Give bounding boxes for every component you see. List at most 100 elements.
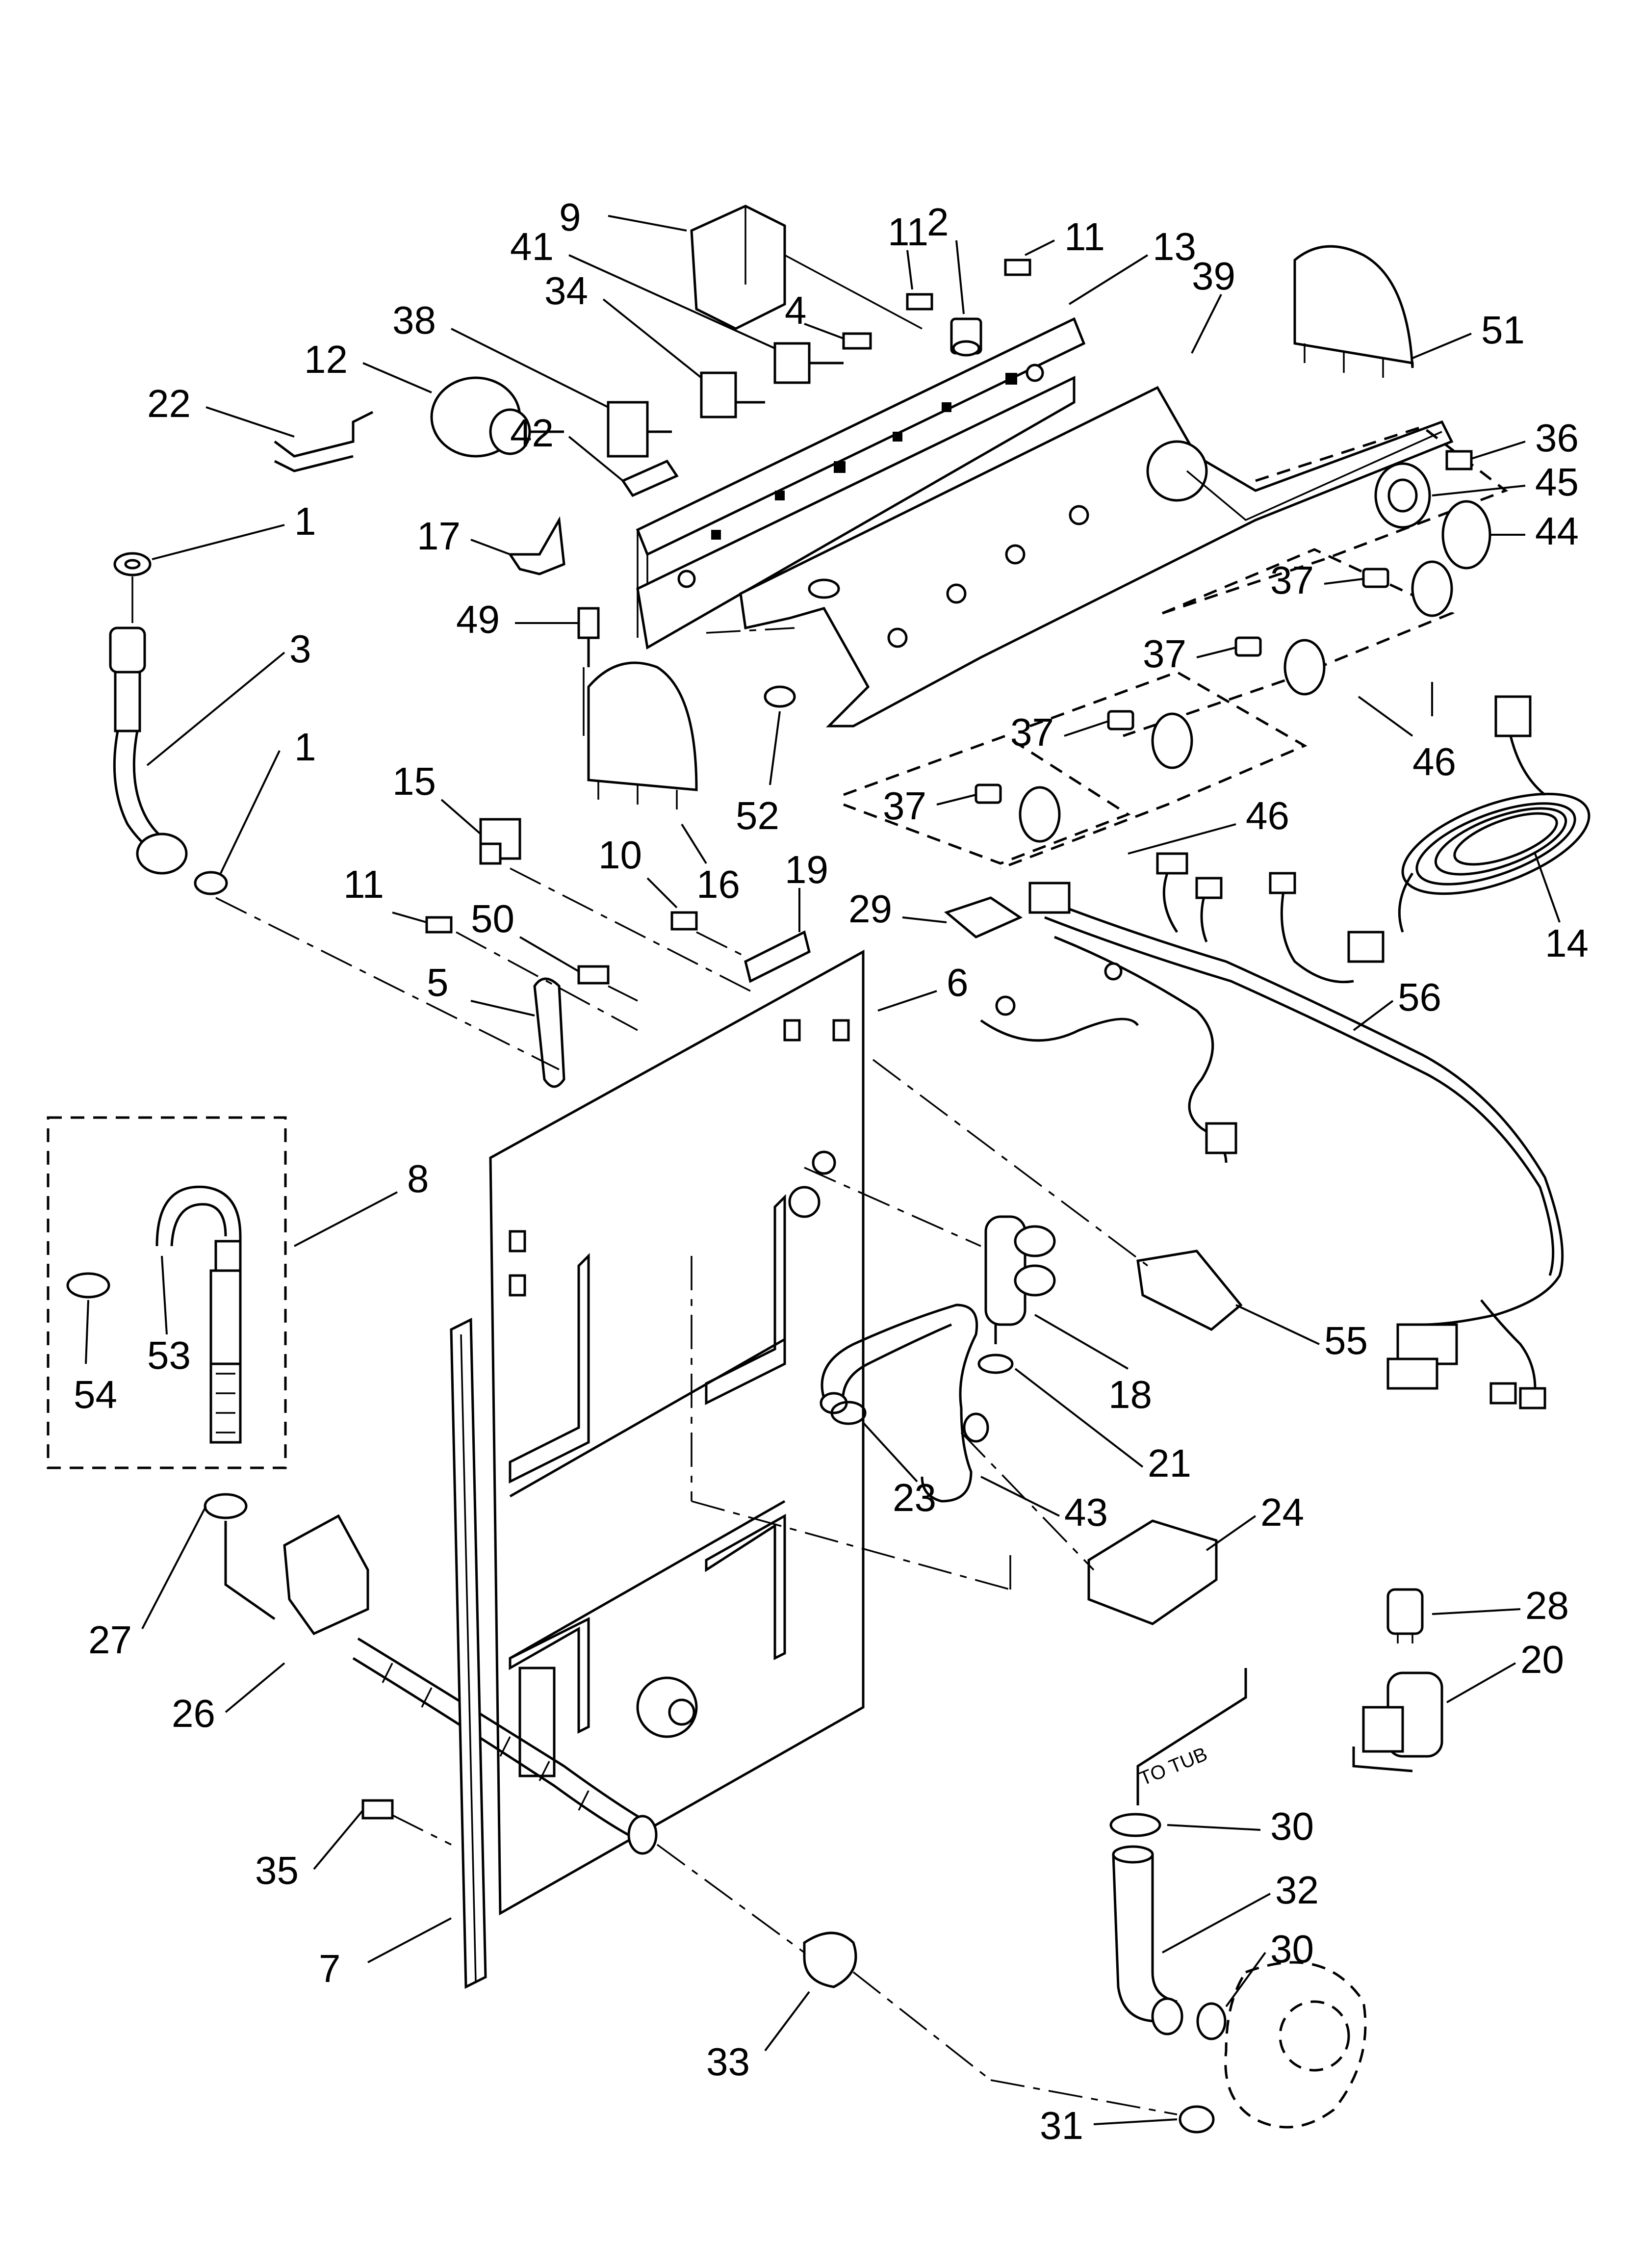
callout-1: 1 bbox=[294, 725, 316, 769]
callout-50: 50 bbox=[471, 897, 514, 940]
clamp-33 bbox=[803, 1931, 857, 1988]
tray-24 bbox=[1087, 1519, 1218, 1625]
callout-44: 44 bbox=[1535, 509, 1579, 553]
hose-43 bbox=[820, 1303, 989, 1503]
callout-22: 22 bbox=[147, 382, 191, 425]
callout-37: 37 bbox=[1010, 710, 1054, 754]
callout-36: 36 bbox=[1535, 416, 1579, 460]
callout-39: 39 bbox=[1192, 254, 1235, 298]
callout-13: 13 bbox=[1153, 225, 1196, 268]
callout-18: 18 bbox=[1108, 1373, 1152, 1416]
assembly-lines bbox=[131, 576, 1178, 2115]
console-endcap-left bbox=[587, 661, 698, 809]
callout-6: 6 bbox=[947, 961, 969, 1004]
knob-inserts-37 bbox=[975, 568, 1389, 804]
capacitor-28 bbox=[1386, 1588, 1424, 1643]
callout-46: 46 bbox=[1412, 740, 1456, 783]
callout-29: 29 bbox=[848, 887, 892, 931]
clamp-31 bbox=[1179, 2105, 1215, 2134]
callout-33: 33 bbox=[706, 2040, 750, 2084]
callout-14: 14 bbox=[1545, 921, 1589, 965]
callout-42: 42 bbox=[510, 411, 554, 455]
callout-53: 53 bbox=[147, 1333, 191, 1377]
wire-harness-56 bbox=[980, 852, 1564, 1409]
kit-8 bbox=[47, 1116, 287, 1469]
screw-10 bbox=[670, 911, 698, 931]
bracket-22 bbox=[274, 411, 374, 472]
callout-5: 5 bbox=[427, 961, 449, 1004]
switch-41 bbox=[773, 342, 844, 384]
callout-10: 10 bbox=[598, 833, 642, 877]
bracket-15 bbox=[479, 818, 521, 865]
console-holes bbox=[887, 505, 1089, 648]
bracket-29 bbox=[944, 896, 1023, 938]
clamp-21 bbox=[977, 1354, 1014, 1374]
callout-37: 37 bbox=[1143, 632, 1186, 676]
callout-27: 27 bbox=[88, 1618, 132, 1662]
callout-7: 7 bbox=[319, 1947, 341, 1990]
selector-switch-12 bbox=[430, 376, 564, 458]
clamp-23 bbox=[830, 1401, 867, 1425]
callout-51: 51 bbox=[1481, 308, 1525, 352]
callout-41: 41 bbox=[510, 225, 554, 268]
callout-15: 15 bbox=[392, 759, 436, 803]
clamp-27 bbox=[204, 1493, 248, 1519]
side-rail-7 bbox=[450, 1317, 487, 1989]
control-panel-bracket bbox=[636, 317, 1086, 650]
console-panel bbox=[739, 386, 1454, 728]
callout-11: 11 bbox=[1064, 215, 1105, 259]
callout-35: 35 bbox=[255, 1849, 299, 1892]
knob-44 bbox=[1441, 500, 1491, 570]
callout-45: 45 bbox=[1535, 460, 1579, 504]
callout-17: 17 bbox=[417, 514, 461, 558]
inlet-hose-3 bbox=[109, 626, 188, 875]
callout-30: 30 bbox=[1270, 1927, 1314, 1971]
drain-hose-32 bbox=[1112, 1845, 1183, 2035]
rear-panel-6 bbox=[489, 949, 865, 1916]
switch-34 bbox=[700, 371, 765, 418]
callout-49: 49 bbox=[456, 598, 500, 641]
callout-28: 28 bbox=[1525, 1584, 1569, 1627]
callout-46: 46 bbox=[1246, 794, 1289, 837]
callout-37: 37 bbox=[1270, 558, 1314, 602]
plate-42 bbox=[621, 459, 679, 497]
drain-hose-corrugated bbox=[352, 1637, 658, 1855]
callout-21: 21 bbox=[1148, 1441, 1191, 1485]
screw-50 bbox=[577, 965, 610, 985]
callout-31: 31 bbox=[1040, 2104, 1083, 2147]
water-valve-18 bbox=[984, 1215, 1056, 1344]
power-cord-14 bbox=[1398, 695, 1591, 933]
callout-26: 26 bbox=[172, 1692, 215, 1735]
switch-38 bbox=[607, 401, 672, 458]
clip-17 bbox=[508, 516, 565, 575]
callout-37: 37 bbox=[883, 784, 926, 828]
pump-motor-20 bbox=[1352, 1671, 1443, 1773]
leader-lines bbox=[85, 215, 1561, 2125]
clamp-30-bottom bbox=[1196, 2002, 1227, 2040]
strip-19 bbox=[744, 930, 811, 983]
callout-9: 9 bbox=[559, 195, 581, 239]
callout-34: 34 bbox=[544, 269, 588, 313]
drain-hose-support-26 bbox=[224, 1514, 369, 1636]
callout-1: 1 bbox=[294, 499, 316, 543]
bracket-55 bbox=[1136, 1250, 1243, 1331]
pump-housing-dashed bbox=[1224, 1961, 1367, 2129]
knob-frames bbox=[843, 425, 1509, 870]
callout-16: 16 bbox=[696, 862, 740, 906]
callout-3: 3 bbox=[289, 627, 311, 671]
screws-11 bbox=[425, 259, 1031, 934]
callout-11: 11 bbox=[888, 210, 928, 254]
callout-54: 54 bbox=[74, 1373, 117, 1416]
washers-1 bbox=[113, 552, 228, 895]
callout-56: 56 bbox=[1398, 975, 1441, 1019]
screw-36 bbox=[1445, 450, 1473, 470]
callout-38: 38 bbox=[392, 298, 436, 342]
clamp-30-top bbox=[1109, 1813, 1161, 1837]
button-52 bbox=[764, 685, 796, 708]
callout-32: 32 bbox=[1275, 1868, 1319, 1912]
callout-12: 12 bbox=[304, 338, 348, 381]
callout-11: 11 bbox=[343, 862, 384, 906]
callout-23: 23 bbox=[893, 1476, 936, 1519]
hook-5 bbox=[533, 977, 565, 1088]
